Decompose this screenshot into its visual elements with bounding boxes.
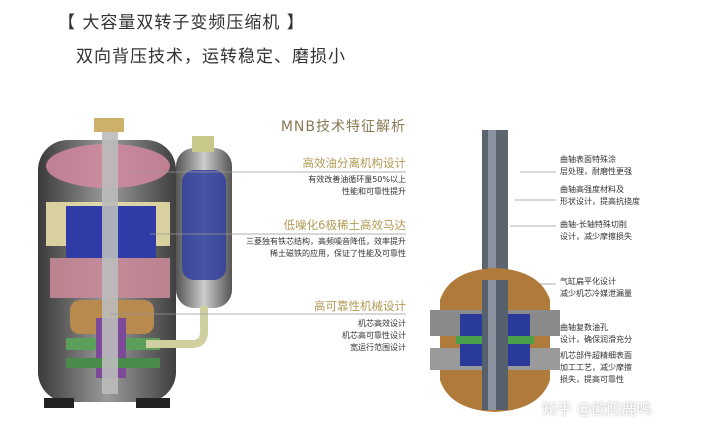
shaft-note-surface: 机芯部件超精细表面 加工工艺，减少摩擦 损失，提高可靠性 [560, 350, 632, 386]
watermark: 知乎 @欧阳鹿鸣 [542, 400, 652, 418]
desc-line: 宽运行范围设计 [350, 343, 406, 352]
shaft-note-strength: 曲轴高强度材料及 形状设计，提高抗挠度 [560, 184, 640, 208]
note-line: 曲轴高强度材料及 [560, 185, 624, 194]
note-line: 曲轴-长轴特殊切削 [560, 220, 627, 229]
compressor-cutaway-image [38, 118, 232, 408]
shaft-note-cylinder: 气缸扁平化设计 减少机芯冷媒泄漏量 [560, 276, 632, 300]
shaft-note-cutting: 曲轴-长轴特殊切削 设计，减少摩擦损失 [560, 219, 632, 243]
desc-line: 性能和可靠性提升 [342, 187, 406, 196]
feature-title-oil-separation: 高效油分离机构设计 [302, 156, 407, 170]
note-line: 减少机芯冷媒泄漏量 [560, 289, 632, 298]
note-line: 层处理，耐磨性更强 [560, 167, 632, 176]
desc-line: 稀土磁铁的应用，保证了性能及可靠性 [270, 249, 406, 258]
feature-desc-motor: 三菱独有铁芯结构，高频噪音降低，效率提升 稀土磁铁的应用，保证了性能及可靠性 [216, 236, 406, 260]
header-title: 【 大容量双转子变频压缩机 】 [58, 13, 305, 33]
note-line: 设计，减少摩擦损失 [560, 232, 632, 241]
desc-line: 三菱独有铁芯结构，高频噪音降低，效率提升 [246, 237, 406, 246]
header-subtitle: 双向背压技术，运转稳定、磨损小 [76, 47, 346, 67]
note-line: 损失，提高可靠性 [560, 375, 624, 384]
desc-line: 机芯高可靠性设计 [342, 331, 406, 340]
shaft-note-oil-holes: 曲轴复数油孔 设计，确保润滑充分 [560, 322, 632, 346]
desc-line: 机芯高效设计 [358, 319, 406, 328]
section-title: MNB技术特征解析 [280, 119, 406, 135]
note-line: 机芯部件超精细表面 [560, 351, 632, 360]
shaft-note-coating: 曲轴表面特殊涂 层处理，耐磨性更强 [560, 154, 632, 178]
crankshaft-cutaway-image [430, 130, 560, 412]
note-line: 设计，确保润滑充分 [560, 335, 632, 344]
note-line: 曲轴表面特殊涂 [560, 155, 616, 164]
note-line: 气缸扁平化设计 [560, 277, 616, 286]
note-line: 形状设计，提高抗挠度 [560, 197, 640, 206]
note-line: 曲轴复数油孔 [560, 323, 608, 332]
feature-desc-mechanical: 机芯高效设计 机芯高可靠性设计 宽运行范围设计 [246, 318, 406, 354]
desc-line: 有效改善油循环量50%以上 [308, 175, 406, 184]
feature-desc-oil-separation: 有效改善油循环量50%以上 性能和可靠性提升 [246, 174, 406, 198]
feature-title-mechanical: 高可靠性机械设计 [314, 299, 406, 313]
note-line: 加工工艺，减少摩擦 [560, 363, 632, 372]
feature-title-motor: 低噪化6极稀土高效马达 [283, 218, 406, 232]
